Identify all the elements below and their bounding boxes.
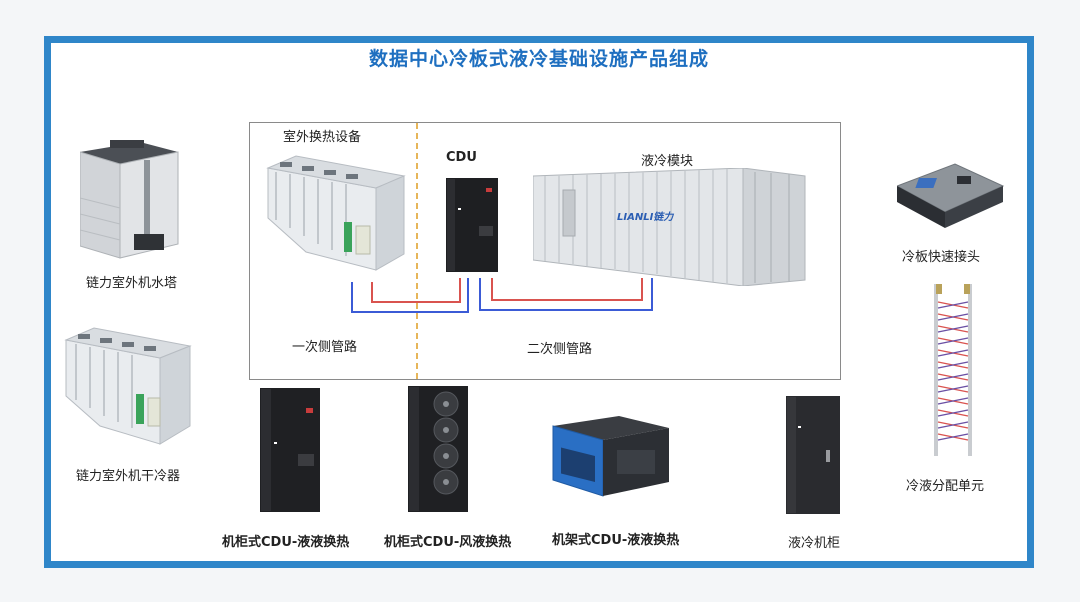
- cabinet-cdu-air-liquid-label: 机柜式CDU-风液换热: [384, 535, 512, 550]
- coolant-distribution-unit-label: 冷液分配单元: [906, 479, 985, 494]
- cooling-tower-label: 链力室外机水塔: [86, 276, 178, 291]
- dry-cooler-image: [64, 322, 192, 446]
- primary-pipe-label: 一次侧管路: [292, 340, 358, 355]
- coolant-distribution-unit-image: [928, 282, 980, 458]
- outdoor-heat-exchanger-label: 室外换热设备: [283, 130, 362, 145]
- cooling-tower-image: [80, 138, 180, 260]
- pipe-network: [340, 268, 660, 318]
- rack-cdu-liquid-liquid-image: [547, 414, 671, 498]
- liquid-cooling-cabinet-label: 液冷机柜: [788, 536, 841, 551]
- liquid-cooling-cabinet-image: [786, 396, 840, 514]
- cabinet-cdu-air-liquid-image: [408, 386, 468, 512]
- secondary-pipe-label: 二次侧管路: [527, 342, 593, 357]
- diagram-title: 数据中心冷板式液冷基础设施产品组成: [368, 48, 709, 70]
- cdu-label: CDU: [446, 150, 477, 165]
- liquid-cooling-container-image: LIANLI链力: [533, 168, 809, 286]
- cold-plate-connector-image: [897, 156, 1005, 230]
- container-brand-text: LIANLI链力: [617, 211, 674, 223]
- cold-plate-connector-label: 冷板快速接头: [902, 250, 981, 265]
- rack-cdu-liquid-liquid-label: 机架式CDU-液液换热: [552, 533, 680, 548]
- primary-secondary-divider: [416, 123, 418, 379]
- cdu-cabinet-image: [446, 178, 498, 272]
- outdoor-dry-cooler-image: [266, 148, 406, 272]
- liquid-cooling-module-label: 液冷模块: [641, 154, 694, 169]
- cabinet-cdu-liquid-liquid-label: 机柜式CDU-液液换热: [222, 535, 350, 550]
- dry-cooler-label: 链力室外机干冷器: [76, 469, 181, 484]
- cabinet-cdu-liquid-liquid-image: [260, 388, 320, 512]
